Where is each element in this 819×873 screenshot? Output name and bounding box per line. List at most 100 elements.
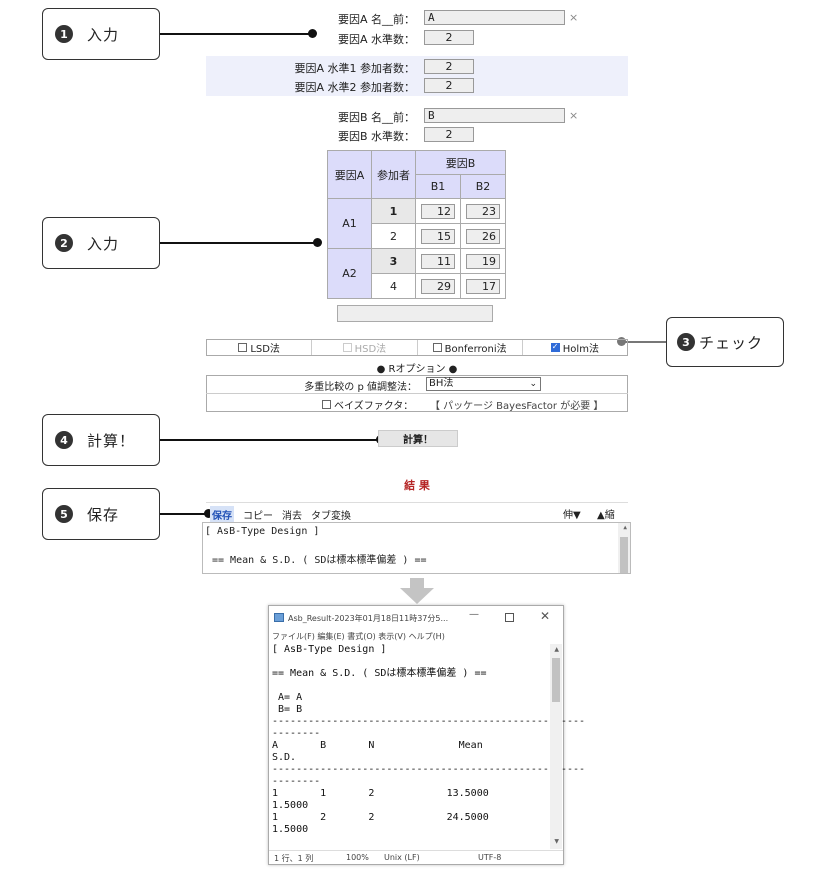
result-toolbar-border	[206, 502, 628, 503]
level2-participants-label: 要因A 水準2 参加者数：	[294, 81, 415, 94]
option-holm[interactable]: Holm法	[523, 340, 627, 355]
value-input[interactable]: 15	[421, 228, 455, 244]
hsd-label: HSD法	[354, 344, 387, 355]
expand-button[interactable]: 伸▼	[563, 510, 581, 521]
value-cell: 11	[415, 248, 461, 274]
holm-checkbox[interactable]	[550, 342, 560, 352]
status-line-ending: Unix (LF)	[384, 853, 420, 862]
result-scroll-thumb[interactable]	[620, 537, 628, 573]
chevron-down-icon: ⌄	[529, 379, 537, 389]
value-cell: 17	[460, 273, 506, 299]
shrink-button[interactable]: ▲縮	[597, 510, 615, 521]
option-bonferroni[interactable]: Bonferroni法	[418, 340, 523, 355]
header-b1: B1	[415, 174, 461, 199]
close-icon[interactable]: ✕	[540, 609, 551, 623]
save-button[interactable]: 保存	[210, 506, 234, 523]
status-encoding: UTF-8	[478, 853, 502, 862]
value-input[interactable]: 29	[421, 278, 455, 294]
notepad-app-icon	[274, 613, 284, 622]
factor-b-levels-input[interactable]: 2	[424, 127, 474, 142]
notepad-content[interactable]: [ AsB-Type Design ] == Mean & S.D. ( SDは…	[272, 644, 586, 835]
leader-line-5	[160, 513, 210, 515]
callout-1: 1 入力	[42, 8, 160, 60]
header-factor-b: 要因B	[415, 150, 506, 175]
r-options-heading: ● Rオプション ●	[376, 364, 458, 375]
notepad-scroll-down-icon[interactable]: ▼	[554, 838, 559, 845]
arrow-down-icon	[400, 578, 434, 604]
memo-textarea[interactable]	[337, 305, 493, 322]
r-options-divider	[206, 393, 628, 394]
result-title: 結 果	[404, 479, 430, 492]
value-input[interactable]: 12	[421, 203, 455, 219]
value-input[interactable]: 26	[466, 228, 500, 244]
lsd-checkbox[interactable]	[238, 343, 248, 352]
factor-a-name-label: 要因A 名__前：	[337, 13, 415, 26]
factor-a-levels-label: 要因A 水準数：	[337, 33, 415, 46]
option-lsd[interactable]: LSD法	[207, 340, 313, 355]
copy-button[interactable]: コピー	[243, 511, 273, 522]
notepad-scroll-up-icon[interactable]: ▲	[554, 646, 559, 653]
step-number-2: 2	[55, 234, 73, 252]
scroll-up-icon[interactable]: ▲	[623, 524, 627, 531]
level1-participants-input[interactable]: 2	[424, 59, 474, 74]
callout-label-5: 保存	[87, 505, 120, 524]
participant-cell: 3	[371, 248, 416, 274]
result-output-box[interactable]: [ AsB-Type Design ] == Mean & S.D. ( SDは…	[202, 522, 631, 574]
maximize-icon[interactable]	[505, 613, 514, 622]
value-cell: 26	[460, 223, 506, 249]
level2-participants-input[interactable]: 2	[424, 78, 474, 93]
value-cell: 29	[415, 273, 461, 299]
header-participant: 参加者	[371, 150, 416, 199]
factor-b-name-input[interactable]: B	[424, 108, 565, 123]
header-b2: B2	[460, 174, 506, 199]
notepad-status-border	[269, 850, 563, 851]
leader-line-1	[160, 33, 312, 35]
leader-line-4	[160, 439, 380, 441]
clear-button[interactable]: 消去	[282, 511, 302, 522]
data-table: 要因A 参加者 要因B B1 B2 A1 1 12 23 2 15 26 A2 …	[327, 150, 506, 299]
value-cell: 15	[415, 223, 461, 249]
leader-line-3	[624, 341, 666, 343]
notepad-scroll-thumb[interactable]	[552, 658, 560, 702]
pvalue-method-label: 多重比較の p 値調整法：	[304, 382, 417, 393]
step-number-3: 3	[677, 333, 695, 351]
hsd-checkbox	[342, 343, 352, 352]
bayes-factor-note: 【 パッケージ BayesFactor が必要 】	[430, 401, 604, 412]
bonferroni-label: Bonferroni法	[444, 344, 507, 355]
callout-label-2: 入力	[87, 234, 120, 253]
result-line-2: == Mean & S.D. ( SDは標本標準偏差 ) ==	[212, 555, 427, 566]
notepad-menu-bar[interactable]: ファイル(F) 編集(E) 書式(O) 表示(V) ヘルプ(H)	[272, 632, 445, 641]
factor-a-clear-icon[interactable]: ×	[569, 11, 579, 24]
callout-label-1: 入力	[87, 25, 120, 44]
tab-convert-button[interactable]: タブ変換	[311, 511, 351, 522]
callout-3: 3 チェック	[666, 317, 784, 367]
factor-b-clear-icon[interactable]: ×	[569, 109, 579, 122]
leader-dot-3	[617, 337, 626, 346]
status-zoom: 100%	[346, 853, 369, 862]
minimize-icon[interactable]: —	[469, 609, 479, 620]
pvalue-method-select[interactable]: BH法 ⌄	[426, 377, 541, 391]
callout-label-4: 計算！	[87, 431, 136, 450]
option-hsd: HSD法	[312, 340, 418, 355]
callout-5: 5 保存	[42, 488, 160, 540]
leader-line-2	[160, 242, 316, 244]
calculate-button[interactable]: 計算！	[378, 430, 458, 447]
value-input[interactable]: 19	[466, 253, 500, 269]
lsd-label: LSD法	[250, 344, 280, 355]
value-input[interactable]: 11	[421, 253, 455, 269]
leader-dot-2	[313, 238, 322, 247]
factor-b-name-label: 要因B 名__前：	[337, 111, 415, 124]
bonferroni-checkbox[interactable]	[432, 343, 442, 352]
step-number-5: 5	[55, 505, 73, 523]
bayes-factor-checkbox[interactable]	[322, 400, 331, 409]
holm-label: Holm法	[562, 344, 599, 355]
value-input[interactable]: 23	[466, 203, 500, 219]
factor-a-name-input[interactable]: A	[424, 10, 565, 25]
value-input[interactable]: 17	[466, 278, 500, 294]
row-header-a2: A2	[327, 248, 372, 299]
participants-band	[206, 56, 628, 96]
bayes-factor-option[interactable]: ベイズファクタ：	[322, 397, 413, 412]
step-number-4: 4	[55, 431, 73, 449]
factor-a-levels-input[interactable]: 2	[424, 30, 474, 45]
callout-4: 4 計算！	[42, 414, 160, 466]
